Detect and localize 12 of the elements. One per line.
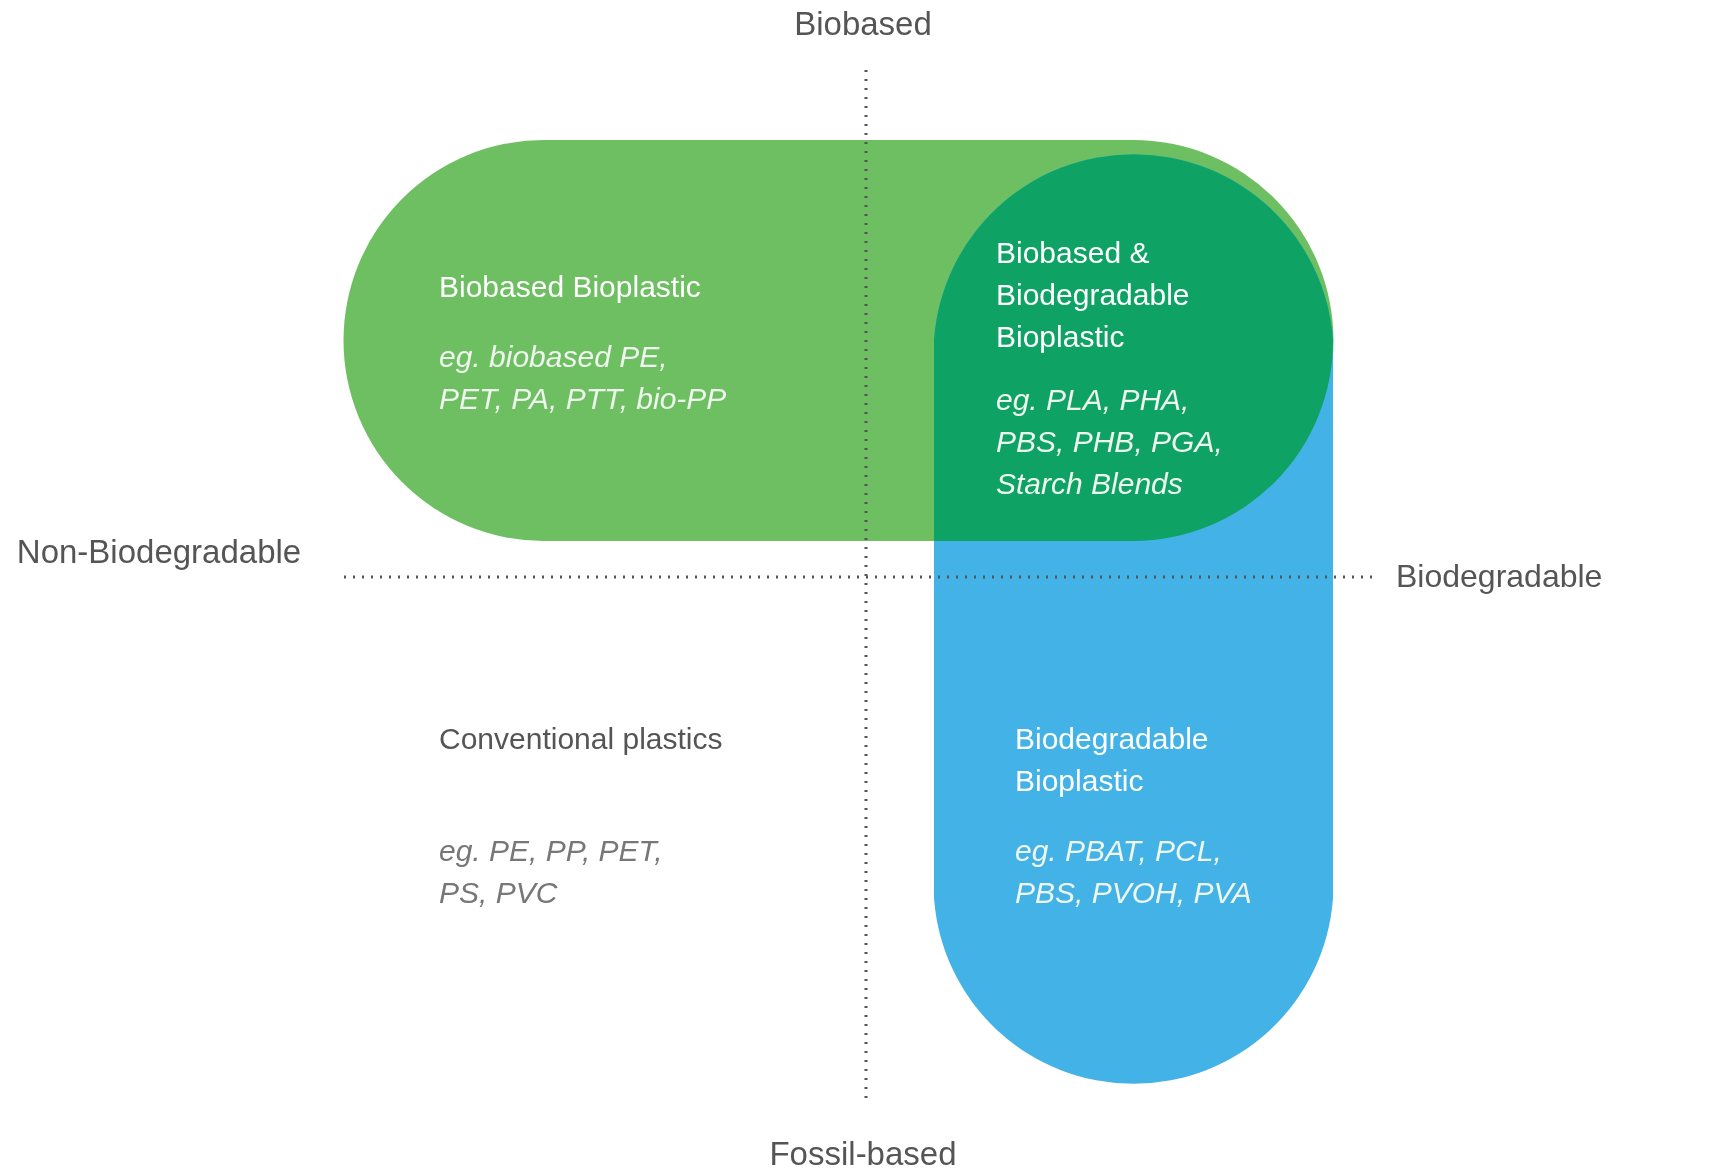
example-list: eg. PLA, PHA, PBS, PHB, PGA, Starch Blends bbox=[996, 379, 1256, 505]
axis-label: Biobased bbox=[793, 4, 933, 44]
category-title: Biodegradable Bioplastic bbox=[1015, 721, 1210, 799]
category-title: Biobased Bioplastic bbox=[439, 269, 702, 305]
category-title: Biobased & Biodegradable Bioplastic bbox=[996, 235, 1191, 355]
category-title: Conventional plastics bbox=[439, 721, 724, 757]
example-list: eg. PE, PP, PET, PS, PVC bbox=[439, 830, 709, 914]
example-list: eg. PBAT, PCL, PBS, PVOH, PVA bbox=[1015, 830, 1275, 914]
axis-label: Biodegradable bbox=[1396, 557, 1604, 596]
axis-label: Non-Biodegradable bbox=[15, 532, 303, 572]
axis-label: Fossil-based bbox=[768, 1134, 958, 1174]
example-list: eg. biobased PE, PET, PA, PTT, bio-PP bbox=[439, 336, 739, 420]
